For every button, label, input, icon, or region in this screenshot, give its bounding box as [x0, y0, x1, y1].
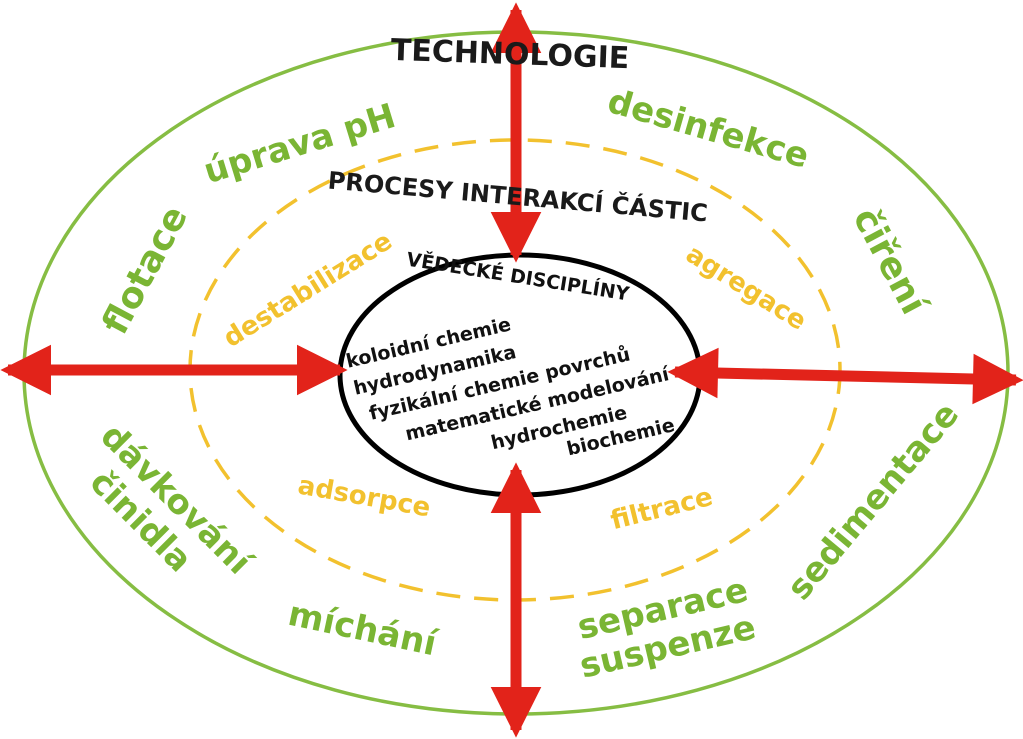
label-agregace: agregace	[680, 239, 811, 336]
label-desinfekce: desinfekce	[603, 81, 813, 177]
label-sedimentace: sedimentace	[779, 395, 967, 608]
label-cireni: čiření	[845, 201, 935, 322]
label-filtrace: filtrace	[608, 482, 716, 536]
label-michani: míchání	[285, 594, 443, 665]
technology-title: TECHNOLOGIE	[390, 33, 630, 76]
label-adsorpce: adsorpce	[296, 471, 433, 524]
label-flotace: flotace	[95, 199, 196, 341]
arrow-right	[667, 347, 1023, 405]
